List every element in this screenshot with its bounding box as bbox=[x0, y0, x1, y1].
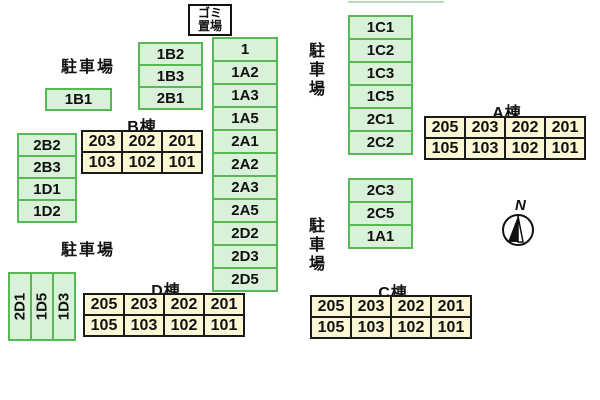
parking-space: 1D2 bbox=[17, 199, 77, 223]
parking-space: 2B1 bbox=[138, 86, 203, 110]
parking-space: 2D1 bbox=[8, 272, 32, 341]
parking-label-right-lower: 駐車場 bbox=[306, 217, 323, 274]
parking-space: 1C1 bbox=[348, 15, 413, 40]
parking-space: 1B1 bbox=[45, 88, 112, 111]
room-cell: 101 bbox=[544, 137, 586, 160]
parking-space: 1D1 bbox=[17, 177, 77, 201]
parking-space: 2D2 bbox=[212, 221, 278, 246]
parking-space: 2A1 bbox=[212, 129, 278, 154]
parking-space-label: 1D3 bbox=[55, 292, 73, 321]
parking-space-label: 2D1 bbox=[11, 292, 29, 321]
compass-north-label: N bbox=[515, 197, 527, 214]
parking-space: 1C5 bbox=[348, 84, 413, 109]
parking-space-label: 1D5 bbox=[33, 292, 51, 321]
garbage-area-box: ゴミ 置場 bbox=[188, 4, 232, 36]
room-cell: 202 bbox=[390, 295, 432, 318]
parking-group-b-column: 1B2 1B3 2B1 bbox=[138, 42, 203, 110]
room-cell: 205 bbox=[424, 116, 466, 139]
parking-space: 1B2 bbox=[138, 42, 203, 66]
parking-space: 1C3 bbox=[348, 61, 413, 86]
parking-space: 1A1 bbox=[348, 224, 413, 249]
parking-group-east-lower: 2C3 2C5 1A1 bbox=[348, 178, 413, 249]
parking-space: 2A5 bbox=[212, 198, 278, 223]
room-cell: 103 bbox=[350, 316, 392, 339]
parking-space: 1A3 bbox=[212, 83, 278, 108]
building-d-table: 205 203 202 201 105 103 102 101 bbox=[83, 293, 245, 337]
parking-group-east-upper: 1C1 1C2 1C3 1C5 2C1 2C2 bbox=[348, 15, 413, 155]
parking-space: 2A3 bbox=[212, 175, 278, 200]
parking-space: 2B3 bbox=[17, 155, 77, 179]
parking-space: 2D5 bbox=[212, 267, 278, 292]
parking-space: 1D3 bbox=[52, 272, 76, 341]
parking-space: 1B3 bbox=[138, 64, 203, 88]
parking-group-west-column: 2B2 2B3 1D1 1D2 bbox=[17, 133, 77, 223]
parking-space: 2C1 bbox=[348, 107, 413, 132]
room-cell: 101 bbox=[430, 316, 472, 339]
parking-space: 1 bbox=[212, 37, 278, 62]
parking-space: 2A2 bbox=[212, 152, 278, 177]
room-cell: 202 bbox=[121, 130, 163, 153]
parking-space: 2C3 bbox=[348, 178, 413, 203]
room-cell: 205 bbox=[83, 293, 125, 316]
room-cell: 205 bbox=[310, 295, 352, 318]
room-cell: 203 bbox=[81, 130, 123, 153]
parking-label-right-upper: 駐車場 bbox=[306, 42, 323, 99]
building-a-table: 205 203 202 201 105 103 102 101 bbox=[424, 116, 586, 160]
room-cell: 103 bbox=[464, 137, 506, 160]
room-cell: 202 bbox=[163, 293, 205, 316]
room-cell: 105 bbox=[83, 314, 125, 337]
room-cell: 201 bbox=[430, 295, 472, 318]
garbage-area-label-line2: 置場 bbox=[197, 19, 222, 33]
room-cell: 102 bbox=[121, 151, 163, 174]
parking-group-southwest-rotated: 2D1 1D5 1D3 bbox=[8, 272, 76, 341]
room-cell: 203 bbox=[464, 116, 506, 139]
room-cell: 101 bbox=[161, 151, 203, 174]
parking-space: 2B2 bbox=[17, 133, 77, 157]
parking-group-center-column: 1 1A2 1A3 1A5 2A1 2A2 2A3 2A5 2D2 2D3 2D… bbox=[212, 37, 278, 292]
room-cell: 103 bbox=[81, 151, 123, 174]
room-cell: 201 bbox=[161, 130, 203, 153]
room-cell: 105 bbox=[310, 316, 352, 339]
parking-space: 2D3 bbox=[212, 244, 278, 269]
parking-space: 1C2 bbox=[348, 38, 413, 63]
building-b-table: 203 202 201 103 102 101 bbox=[81, 130, 203, 174]
room-cell: 201 bbox=[203, 293, 245, 316]
parking-space: 2C5 bbox=[348, 201, 413, 226]
parking-space: 1A5 bbox=[212, 106, 278, 131]
compass-needle-light bbox=[517, 215, 524, 243]
room-cell: 203 bbox=[350, 295, 392, 318]
parking-space: 2C2 bbox=[348, 130, 413, 155]
parking-label-bottom-left: 駐車場 bbox=[61, 242, 116, 259]
cutoff-cell-edge bbox=[348, 1, 444, 3]
compass-icon: N bbox=[502, 197, 534, 246]
room-cell: 201 bbox=[544, 116, 586, 139]
compass-needle-dark bbox=[508, 216, 518, 242]
room-cell: 203 bbox=[123, 293, 165, 316]
parking-space: 1A2 bbox=[212, 60, 278, 85]
building-c-table: 205 203 202 201 105 103 102 101 bbox=[310, 295, 472, 339]
parking-label-top-left: 駐車場 bbox=[61, 59, 116, 76]
parking-space: 1D5 bbox=[30, 272, 54, 341]
room-cell: 202 bbox=[504, 116, 546, 139]
room-cell: 105 bbox=[424, 137, 466, 160]
room-cell: 102 bbox=[163, 314, 205, 337]
room-cell: 101 bbox=[203, 314, 245, 337]
room-cell: 102 bbox=[504, 137, 546, 160]
room-cell: 103 bbox=[123, 314, 165, 337]
garbage-area-label-line1: ゴミ bbox=[197, 6, 222, 20]
room-cell: 102 bbox=[390, 316, 432, 339]
